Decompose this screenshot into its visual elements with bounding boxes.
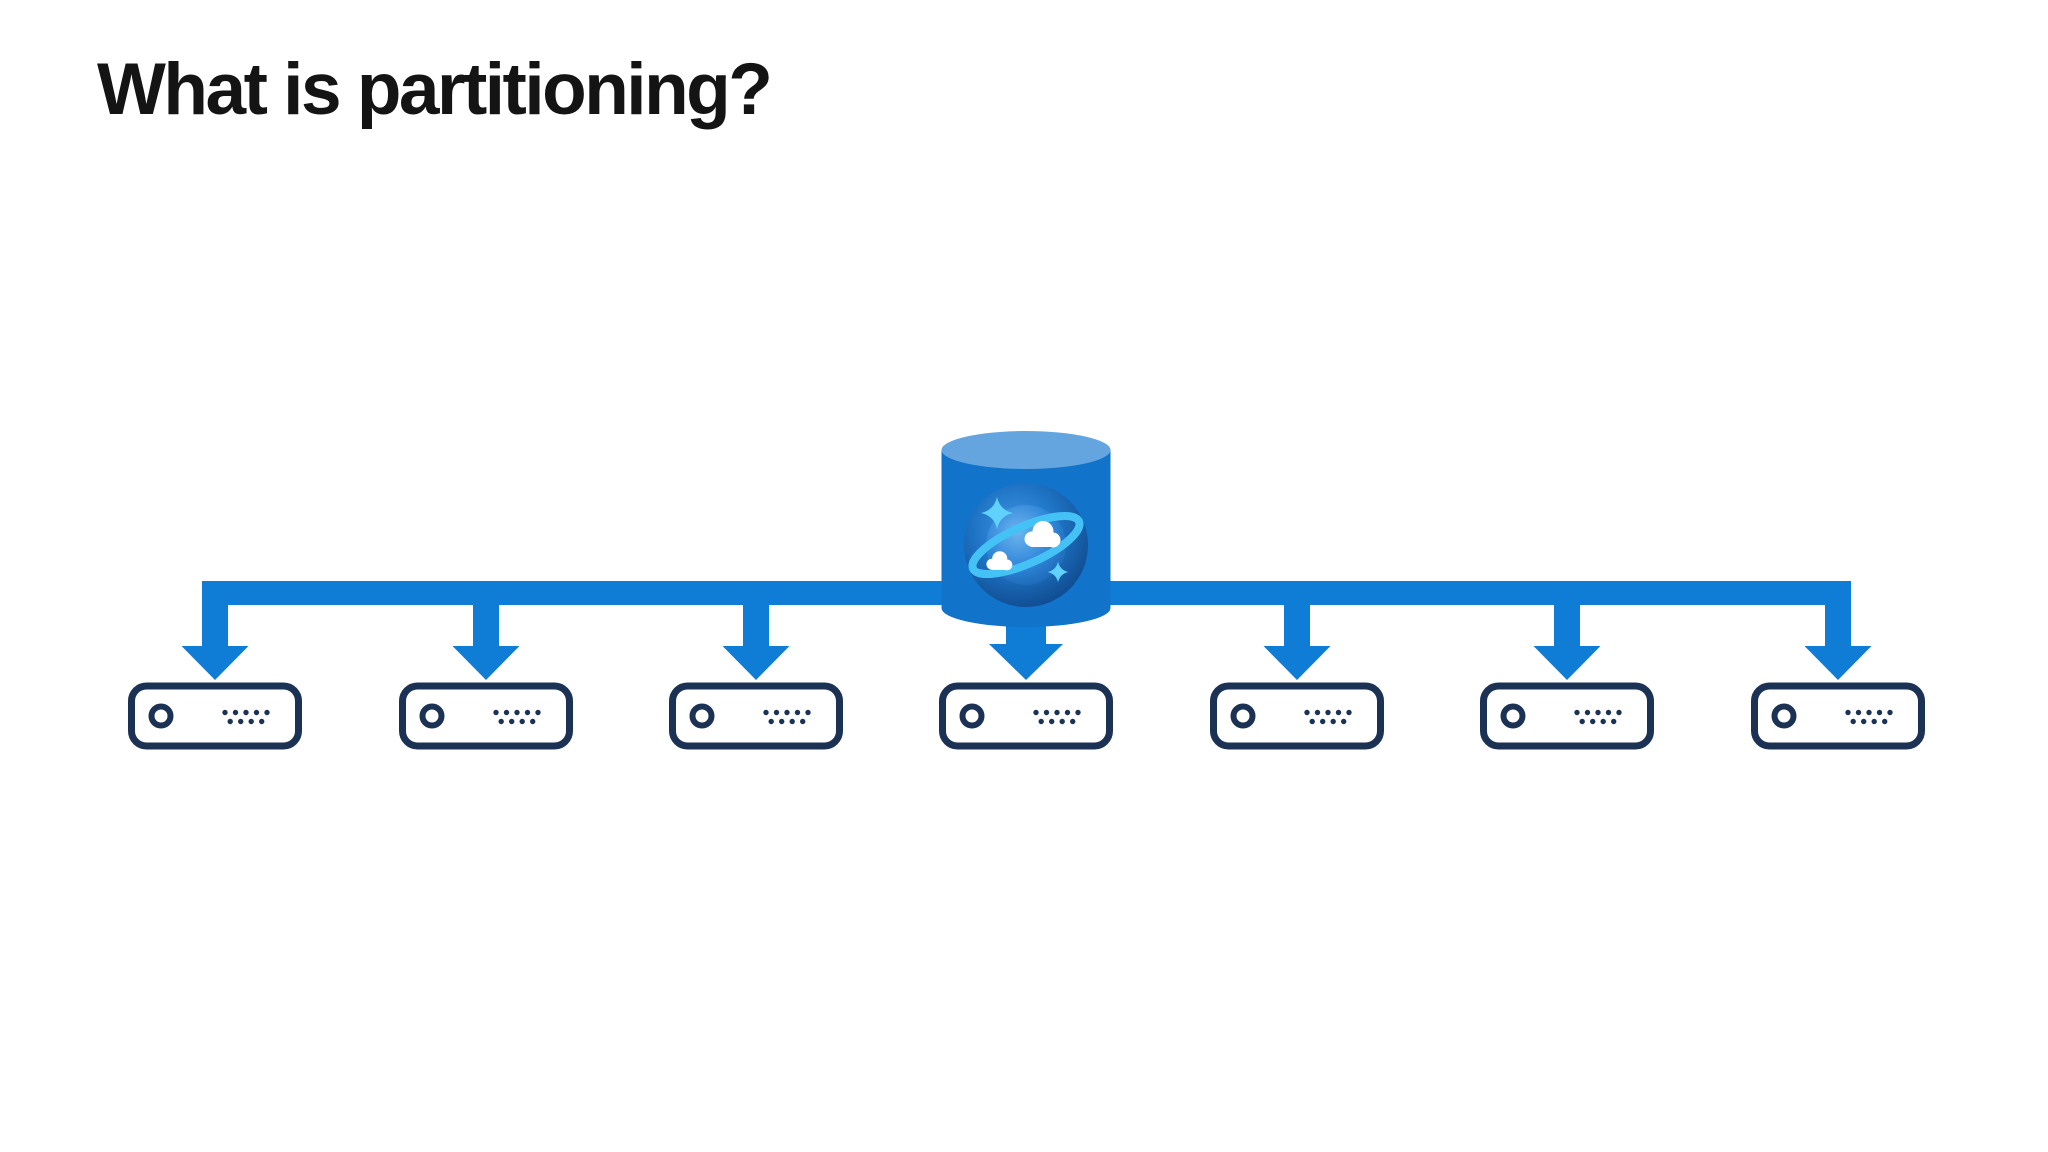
- down-arrow-icon: [1263, 646, 1331, 680]
- cosmos-globe-icon: [964, 483, 1088, 607]
- down-arrow-icon: [1533, 646, 1601, 680]
- down-arrow-icon: [722, 646, 790, 680]
- down-arrow-icon: [1804, 646, 1872, 680]
- cloud-icon: [986, 551, 1013, 571]
- server-node-icon: [943, 686, 1110, 746]
- server-node-icon: [1484, 686, 1651, 746]
- down-arrow-heads: [181, 644, 1872, 680]
- server-node-icon: [1214, 686, 1381, 746]
- down-arrow-icon: [452, 646, 520, 680]
- server-node-icon: [403, 686, 570, 746]
- cloud-icon: [1024, 521, 1061, 548]
- server-nodes: [132, 686, 1922, 746]
- server-node-icon: [673, 686, 840, 746]
- down-arrow-icon: [181, 646, 249, 680]
- down-arrow-icon: [989, 644, 1063, 680]
- server-node-icon: [132, 686, 299, 746]
- cosmos-db-cylinder-icon: [941, 431, 1111, 627]
- server-node-icon: [1755, 686, 1922, 746]
- page-title: What is partitioning?: [97, 49, 773, 130]
